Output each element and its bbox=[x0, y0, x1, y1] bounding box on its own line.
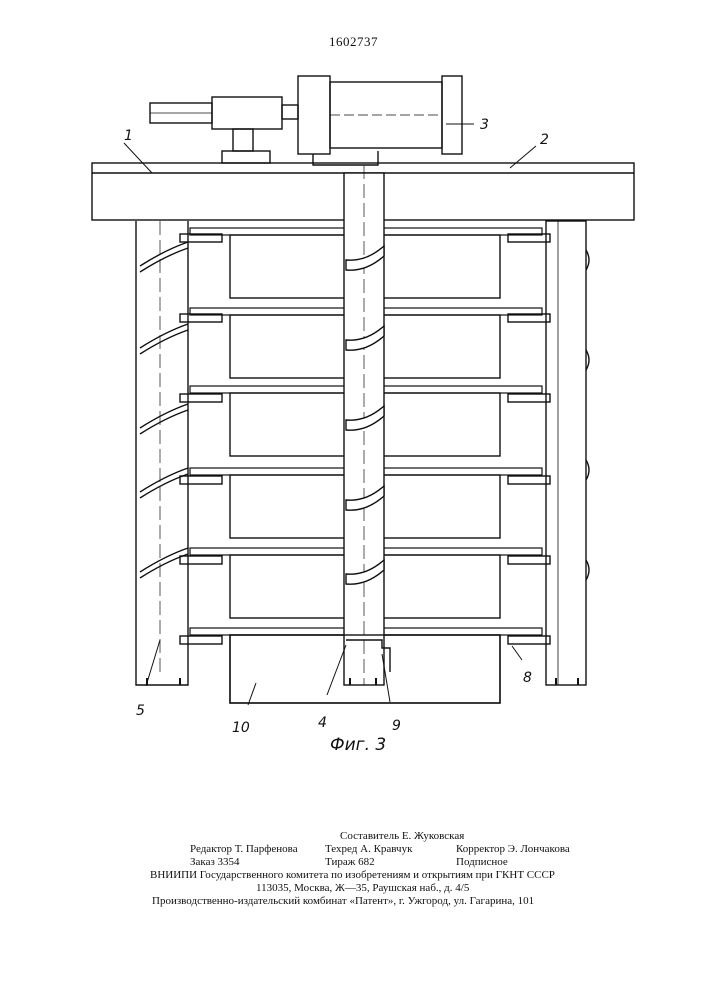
central-helical-shaft bbox=[344, 165, 390, 685]
tech-editor-line: Техред А. Кравчук bbox=[325, 843, 412, 856]
publisher-line: Производственно-издательский комбинат «П… bbox=[152, 895, 534, 908]
proofreader-line: Корректор Э. Лончакова bbox=[456, 843, 570, 856]
drive-assembly bbox=[150, 97, 298, 163]
label-9: 9 bbox=[392, 718, 401, 734]
subscription-line: Подписное bbox=[456, 856, 508, 869]
right-guide-column bbox=[546, 221, 589, 685]
organization-line: ВНИИПИ Государственного комитета по изоб… bbox=[150, 869, 555, 882]
label-4: 4 bbox=[318, 715, 327, 731]
label-1: 1 bbox=[124, 128, 133, 144]
figure-caption: Фиг. 3 bbox=[330, 735, 386, 755]
label-8: 8 bbox=[523, 670, 532, 686]
address-line: 113035, Москва, Ж—35, Раушская наб., д. … bbox=[256, 882, 469, 895]
order-line: Заказ 3354 bbox=[190, 856, 240, 869]
imprint-block: Составитель Е. Жуковская Редактор Т. Пар… bbox=[0, 830, 707, 908]
label-3: 3 bbox=[480, 117, 489, 133]
hydraulic-cylinder bbox=[298, 76, 462, 165]
editor-line: Редактор Т. Парфенова bbox=[190, 843, 298, 856]
label-5: 5 bbox=[136, 703, 145, 719]
circulation-line: Тираж 682 bbox=[325, 856, 375, 869]
left-helical-column bbox=[136, 221, 188, 685]
compiler-line: Составитель Е. Жуковская bbox=[340, 830, 464, 843]
label-10: 10 bbox=[232, 720, 250, 736]
label-2: 2 bbox=[540, 132, 549, 148]
